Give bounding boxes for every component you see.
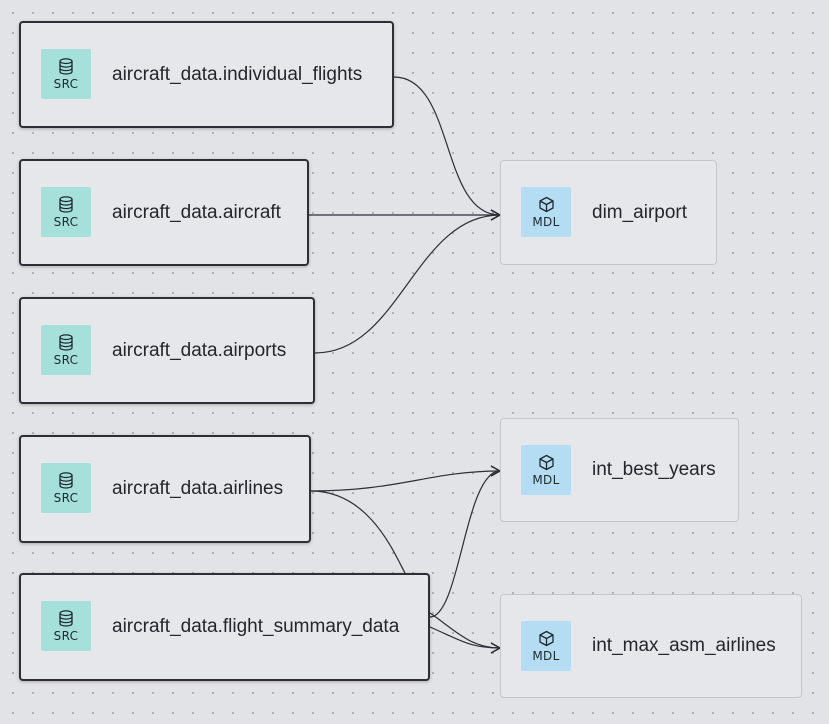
badge-label: MDL: [532, 472, 560, 487]
database-icon: [59, 471, 73, 489]
edge-connector: [393, 76, 502, 221]
database-icon: [59, 195, 73, 213]
edge-connector: [429, 626, 502, 654]
edge-connector: [314, 209, 502, 354]
model-badge: MDL: [521, 445, 571, 495]
source-badge: SRC: [41, 463, 91, 513]
source-badge: SRC: [41, 601, 91, 651]
model-badge: MDL: [521, 621, 571, 671]
node-label: aircraft_data.flight_summary_data: [112, 616, 400, 637]
source-badge: SRC: [41, 49, 91, 99]
node-label: dim_airport: [592, 201, 688, 223]
badge-label: SRC: [53, 490, 79, 505]
source-node[interactable]: SRC aircraft_data.airlines: [19, 435, 311, 543]
model-node[interactable]: MDL dim_airport: [500, 160, 717, 265]
model-badge: MDL: [521, 187, 571, 237]
badge-label: SRC: [53, 628, 79, 643]
source-badge: SRC: [41, 325, 91, 375]
database-icon: [59, 609, 73, 627]
edge-connector: [429, 612, 502, 654]
cube-icon: [538, 454, 554, 470]
source-node[interactable]: SRC aircraft_data.individual_flights: [19, 21, 394, 128]
node-label: int_max_asm_airlines: [592, 635, 776, 656]
model-node[interactable]: MDL int_best_years: [500, 418, 739, 522]
badge-label: MDL: [532, 214, 560, 229]
badge-label: SRC: [53, 76, 79, 91]
node-label: int_best_years: [592, 459, 716, 480]
edge-connector: [310, 490, 407, 576]
source-badge: SRC: [41, 187, 91, 237]
source-node[interactable]: SRC aircraft_data.flight_summary_data: [19, 573, 430, 681]
cube-icon: [538, 196, 554, 212]
database-icon: [59, 333, 73, 351]
model-node[interactable]: MDL int_max_asm_airlines: [500, 594, 802, 698]
source-node[interactable]: SRC aircraft_data.aircraft: [19, 159, 309, 266]
edge-connector: [429, 465, 502, 618]
node-label: aircraft_data.airlines: [112, 478, 284, 499]
badge-label: SRC: [53, 352, 79, 367]
badge-label: SRC: [53, 214, 79, 229]
node-label: aircraft_data.airports: [112, 339, 287, 361]
edge-connector: [310, 465, 502, 492]
node-label: aircraft_data.aircraft: [112, 201, 281, 223]
badge-label: MDL: [532, 648, 560, 663]
node-label: aircraft_data.individual_flights: [112, 63, 363, 85]
database-icon: [59, 57, 73, 75]
source-node[interactable]: SRC aircraft_data.airports: [19, 297, 315, 404]
cube-icon: [538, 630, 554, 646]
